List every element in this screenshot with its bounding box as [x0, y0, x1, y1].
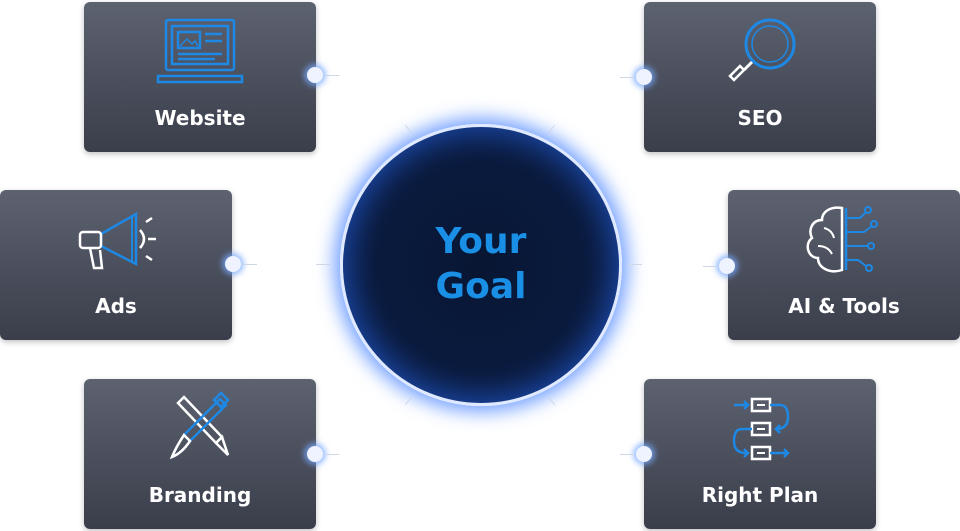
megaphone-icon	[66, 202, 166, 282]
card-label: Right Plan	[701, 483, 819, 507]
card-seo[interactable]: SEO	[644, 2, 876, 152]
circle-tick	[628, 264, 642, 265]
connector-line	[325, 75, 339, 76]
card-ads[interactable]: Ads	[0, 190, 232, 340]
circle-tick	[547, 124, 556, 134]
card-label: SEO	[737, 106, 783, 130]
magnifier-icon	[710, 14, 810, 94]
connector-dot	[307, 67, 323, 83]
connector-line	[243, 264, 257, 265]
connector-dot	[636, 446, 652, 462]
connector-line	[620, 77, 634, 78]
goal-line-2: Goal	[435, 266, 527, 307]
goal-circle: Your Goal	[340, 124, 622, 406]
connector-dot	[225, 256, 241, 272]
card-ai-tools[interactable]: AI & Tools	[728, 190, 960, 340]
card-label: AI & Tools	[788, 294, 900, 318]
card-label: Ads	[95, 294, 137, 318]
connector-line	[620, 454, 634, 455]
circle-tick	[316, 264, 330, 265]
laptop-icon	[150, 14, 250, 94]
circle-tick	[404, 124, 413, 134]
brain-circuit-icon	[794, 202, 894, 282]
connector-dot	[719, 258, 735, 274]
circle-tick	[547, 396, 556, 406]
pencil-brush-icon	[150, 391, 250, 471]
connector-dot	[307, 446, 323, 462]
circle-tick	[404, 396, 413, 406]
goal-line-1: Your	[435, 221, 527, 262]
flowchart-icon	[710, 391, 810, 471]
card-label: Website	[154, 106, 246, 130]
connector-dot	[636, 69, 652, 85]
goal-title: Your Goal	[343, 219, 619, 309]
card-right-plan[interactable]: Right Plan	[644, 379, 876, 529]
card-label: Branding	[148, 483, 252, 507]
connector-line	[325, 454, 339, 455]
connector-line	[703, 266, 717, 267]
card-branding[interactable]: Branding	[84, 379, 316, 529]
card-website[interactable]: Website	[84, 2, 316, 152]
